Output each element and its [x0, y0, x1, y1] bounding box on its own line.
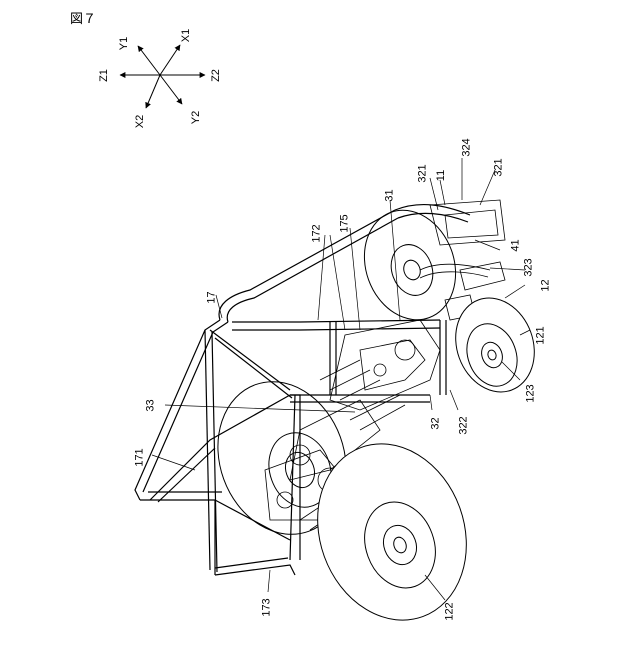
axis-label-y1: Y1	[119, 37, 130, 50]
label-171: 171	[135, 448, 146, 466]
label-322: 322	[459, 416, 470, 434]
axis-label-x2: X2	[135, 115, 146, 128]
label-31: 31	[385, 189, 396, 201]
label-11: 11	[436, 170, 447, 181]
label-32: 32	[431, 417, 442, 429]
label-41: 41	[511, 239, 522, 251]
label-17: 17	[207, 291, 218, 303]
axis-label-y2: Y2	[191, 111, 202, 124]
label-172: 172	[312, 224, 323, 242]
label-122: 122	[445, 602, 456, 620]
label-123: 123	[526, 384, 537, 402]
axis-cross	[120, 45, 205, 108]
figure-title: 図７	[70, 12, 96, 25]
axis-label-x1: X1	[181, 29, 192, 42]
axis-label-z2: Z2	[211, 69, 222, 82]
label-321-a: 321	[418, 164, 429, 182]
label-175: 175	[340, 214, 351, 232]
front-wheel-back	[350, 197, 471, 332]
label-12: 12	[541, 279, 552, 291]
label-321-b: 321	[494, 158, 505, 176]
label-324: 324	[462, 138, 473, 156]
axis-label-z1: Z1	[99, 69, 110, 82]
label-173: 173	[262, 598, 273, 616]
label-121: 121	[536, 326, 547, 344]
label-323: 323	[524, 258, 535, 276]
label-33: 33	[146, 399, 157, 411]
